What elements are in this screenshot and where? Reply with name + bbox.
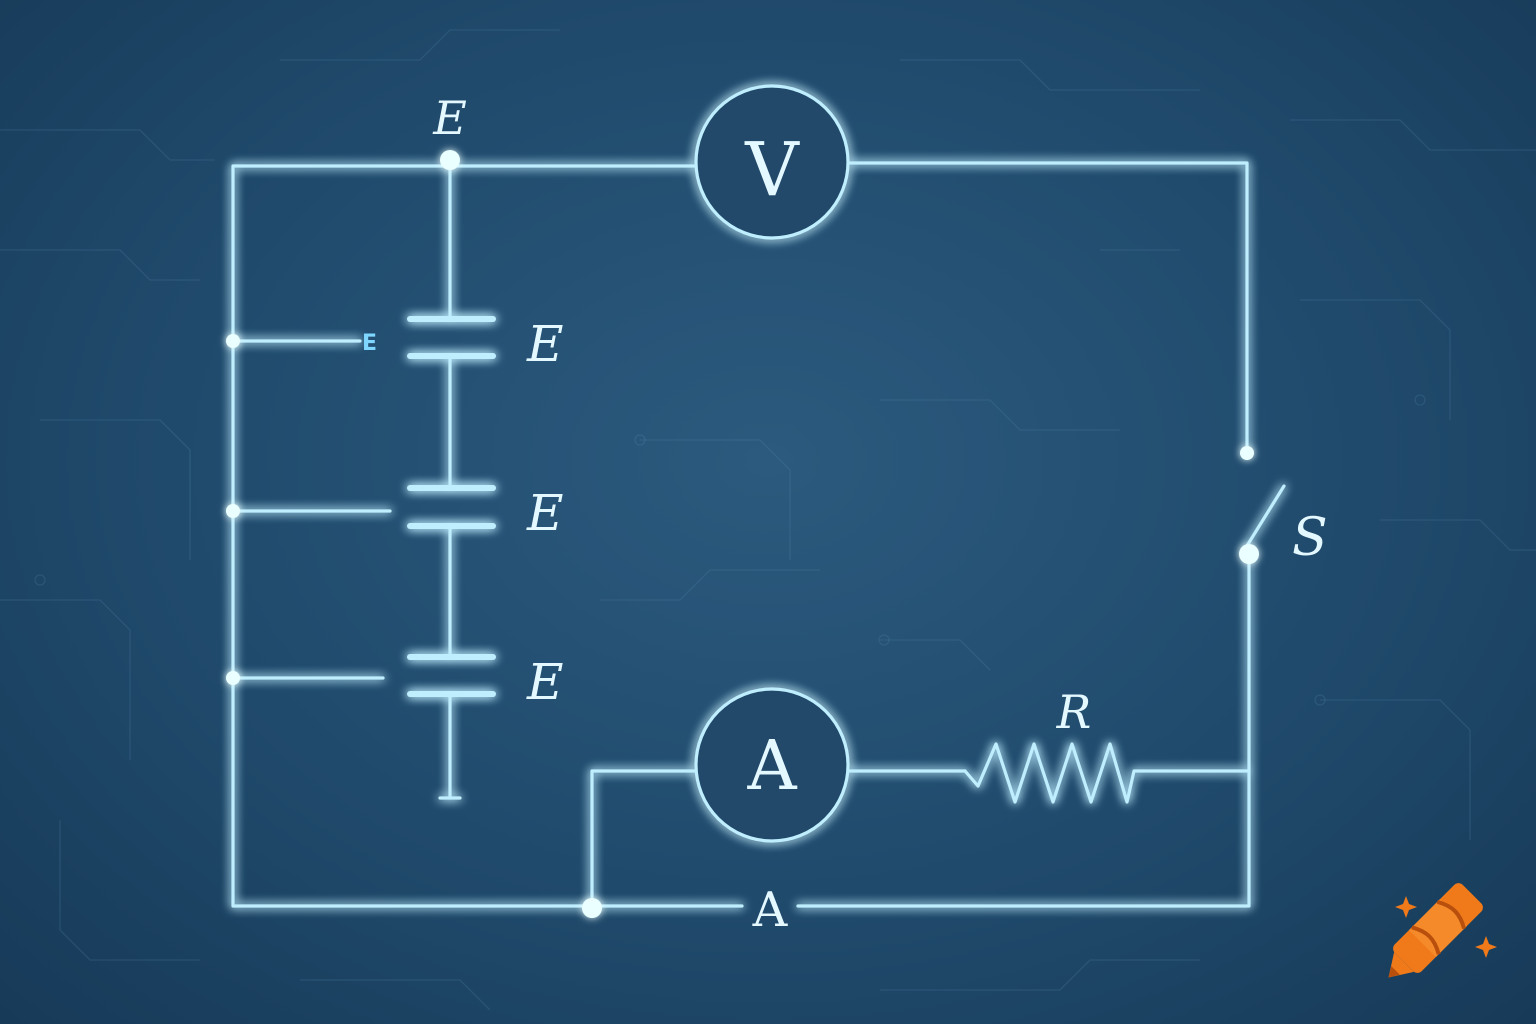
label-cell-1: E bbox=[526, 315, 564, 373]
label-resistor: R bbox=[1056, 685, 1092, 739]
background-traces bbox=[0, 29, 1536, 1011]
switch-blade bbox=[1243, 484, 1286, 551]
wire-ammeter-branch bbox=[590, 769, 698, 908]
label-cell-1-small: E bbox=[362, 331, 377, 356]
label-top-node: E bbox=[432, 91, 467, 145]
node-tap-1 bbox=[226, 334, 240, 348]
wire-switch-to-bottom bbox=[796, 552, 1251, 908]
node-top bbox=[440, 150, 460, 170]
wire-top-left bbox=[231, 164, 594, 908]
crayon-logo-icon bbox=[1388, 883, 1497, 978]
wire-voltmeter-to-switch bbox=[846, 161, 1249, 455]
node-bottom bbox=[582, 898, 602, 918]
voltmeter-circle bbox=[694, 84, 850, 240]
label-cell-2: E bbox=[526, 484, 564, 542]
junction-nodes bbox=[226, 150, 1259, 918]
label-switch: S bbox=[1292, 508, 1328, 568]
voltmeter-label: V bbox=[744, 127, 800, 213]
resistor-symbol bbox=[963, 742, 1249, 804]
label-bottom-wire: A bbox=[752, 882, 789, 938]
switch-contact-bottom bbox=[1239, 544, 1259, 564]
node-tap-2 bbox=[226, 504, 240, 518]
switch-contact-top bbox=[1240, 446, 1254, 460]
labels: E E E E E S R A V A bbox=[362, 91, 1328, 938]
node-tap-3 bbox=[226, 671, 240, 685]
ammeter-label: A bbox=[746, 727, 797, 806]
ammeter-circle bbox=[694, 687, 850, 843]
label-cell-3: E bbox=[526, 653, 564, 711]
